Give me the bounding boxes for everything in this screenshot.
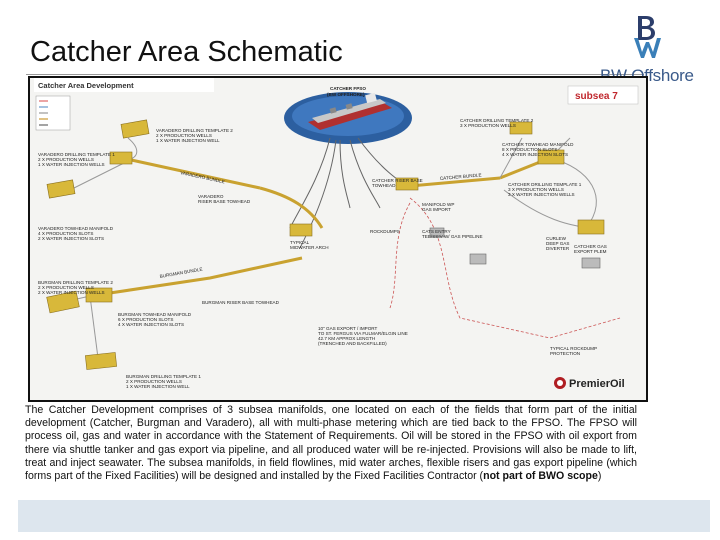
svg-text:4 X WATER INJECTION SLOTS: 4 X WATER INJECTION SLOTS <box>502 152 568 157</box>
label-burgman-dt2: BURGMAN DRILLING TEMPLATE 2 <box>38 280 113 285</box>
description-paragraph: The Catcher Development comprises of 3 s… <box>25 404 637 483</box>
label-catcher-gas: CATCHER GAS <box>574 244 607 249</box>
svg-text:4 X WATER INJECTION SLOTS: 4 X WATER INJECTION SLOTS <box>118 322 184 327</box>
svg-text:3 X PRODUCTION WELLS: 3 X PRODUCTION WELLS <box>460 123 516 128</box>
schematic-figure: Catcher Area Development subsea 7 CATCHE… <box>28 76 648 402</box>
svg-text:TEE/SSIV W/ GAS PIPELINE: TEE/SSIV W/ GAS PIPELINE <box>422 234 483 239</box>
svg-text:42.7 KM APPROX LENGTH: 42.7 KM APPROX LENGTH <box>318 336 375 341</box>
subsea7-logo <box>567 85 639 105</box>
label-varadero-towhead: VARADERO TOWHEAD MANIFOLD <box>38 226 114 231</box>
premier-oil-text: PremierOil <box>569 378 625 390</box>
label-rockdump-protection: TYPICAL ROCKDUMP <box>550 346 597 351</box>
fpso-vessel <box>308 92 392 130</box>
svg-text:TO ST. FERGUS VIA FULMAR/ELGIN: TO ST. FERGUS VIA FULMAR/ELGIN LINE <box>318 331 408 336</box>
label-catcher-riser: CATCHER RISER BASE <box>372 178 423 183</box>
premier-oil-logo: PremierOil <box>554 377 625 390</box>
title-divider <box>26 74 644 75</box>
risers <box>289 137 411 249</box>
footer-band <box>18 500 710 532</box>
fpso-label-1: CATCHER FPSO <box>330 86 366 91</box>
label-rockdumps: ROCKDUMPS <box>370 229 400 234</box>
svg-text:MIDWATER ARCH: MIDWATER ARCH <box>290 245 329 250</box>
svg-text:1 X WATER INJECTION WELLS: 1 X WATER INJECTION WELLS <box>38 162 105 167</box>
label-catcher-dt1: CATCHER DRILLING TEMPLATE 1 <box>508 182 582 187</box>
svg-text:PROTECTION: PROTECTION <box>550 351 580 356</box>
caption-bold: not part of BWO scope <box>483 470 598 483</box>
svg-text:1 X WATER INJECTION WELL: 1 X WATER INJECTION WELL <box>156 138 220 143</box>
fpso-label-2: (BW OFFSHORE) <box>327 92 365 97</box>
label-catcher-dt2: CATCHER DRILLING TEMPLATE 2 <box>460 118 534 123</box>
svg-text:2 X PRODUCTION WELLS: 2 X PRODUCTION WELLS <box>38 285 94 290</box>
gas-export-pipeline <box>389 197 621 339</box>
catcher-area-schematic: Catcher Area Development subsea 7 CATCHE… <box>30 78 646 400</box>
svg-text:DEEP GAS: DEEP GAS <box>546 241 569 246</box>
label-burgman-dt1: BURGMAN DRILLING TEMPLATE 1 <box>126 374 201 379</box>
label-catcher-bundle: CATCHER BUNDLE <box>440 172 482 181</box>
label-varadero-dt1: VARADERO DRILLING TEMPLATE 1 <box>38 152 115 157</box>
svg-text:3 X PRODUCTION WELLS: 3 X PRODUCTION WELLS <box>508 187 564 192</box>
caption-main: The Catcher Development comprises of 3 s… <box>25 404 637 483</box>
label-cats-entry: CATS ENTRY <box>422 229 451 234</box>
svg-text:3 X WATER INJECTION WELLS: 3 X WATER INJECTION WELLS <box>508 192 575 197</box>
label-manifold: MANIFOLD WP <box>422 202 454 207</box>
label-varadero-riser: VARADERO <box>198 194 224 199</box>
svg-text:EXPORT PLEM: EXPORT PLEM <box>574 249 607 254</box>
svg-text:2 X PRODUCTION WELLS: 2 X PRODUCTION WELLS <box>126 379 182 384</box>
svg-text:2 X WATER INJECTION SLOTS: 2 X WATER INJECTION SLOTS <box>38 236 104 241</box>
label-burgman-towhead: BURGMAN TOWHEAD MANIFOLD <box>118 312 192 317</box>
svg-text:6 X PRODUCTION SLOTS: 6 X PRODUCTION SLOTS <box>118 317 173 322</box>
svg-text:RISER BASE TOWHEAD: RISER BASE TOWHEAD <box>198 199 251 204</box>
label-varadero-dt2: VARADERO DRILLING TEMPLATE 2 <box>156 128 233 133</box>
label-burgman-riser: BURGMAN RISER BASE TOWHEAD <box>202 300 280 305</box>
svg-text:2 X PRODUCTION WELLS: 2 X PRODUCTION WELLS <box>156 133 212 138</box>
svg-text:8 X PRODUCTION SLOTS: 8 X PRODUCTION SLOTS <box>502 147 557 152</box>
svg-text:2 X PRODUCTION WELLS: 2 X PRODUCTION WELLS <box>38 157 94 162</box>
drilling-templates <box>46 119 605 370</box>
svg-text:4 X PRODUCTION SLOTS: 4 X PRODUCTION SLOTS <box>38 231 93 236</box>
schematic-header: Catcher Area Development <box>38 81 134 90</box>
svg-text:(TRENCHED AND BACKFILLED): (TRENCHED AND BACKFILLED) <box>318 341 387 346</box>
label-gas-export: 10" GAS EXPORT / IMPORT <box>318 326 378 331</box>
label-catcher-towhead: CATCHER TOWHEAD MANIFOLD <box>502 142 574 147</box>
burgman-bundle <box>89 256 303 298</box>
svg-text:1 X WATER INJECTION WELL: 1 X WATER INJECTION WELL <box>126 384 190 389</box>
bw-offshore-logo <box>634 16 661 58</box>
varadero-bundle <box>121 156 324 229</box>
label-curlew: CURLEW <box>546 236 567 241</box>
label-typical-arch: TYPICAL <box>290 240 310 245</box>
caption-end: ) <box>597 470 602 483</box>
svg-text:TOWHEAD: TOWHEAD <box>372 183 396 188</box>
svg-text:DIVERTER: DIVERTER <box>546 246 570 251</box>
svg-text:GAS IMPORT: GAS IMPORT <box>422 207 451 212</box>
svg-text:2 X WATER INJECTION WELLS: 2 X WATER INJECTION WELLS <box>38 290 105 295</box>
subsea7-text: subsea 7 <box>575 91 618 102</box>
slide-title: Catcher Area Schematic <box>30 36 343 68</box>
